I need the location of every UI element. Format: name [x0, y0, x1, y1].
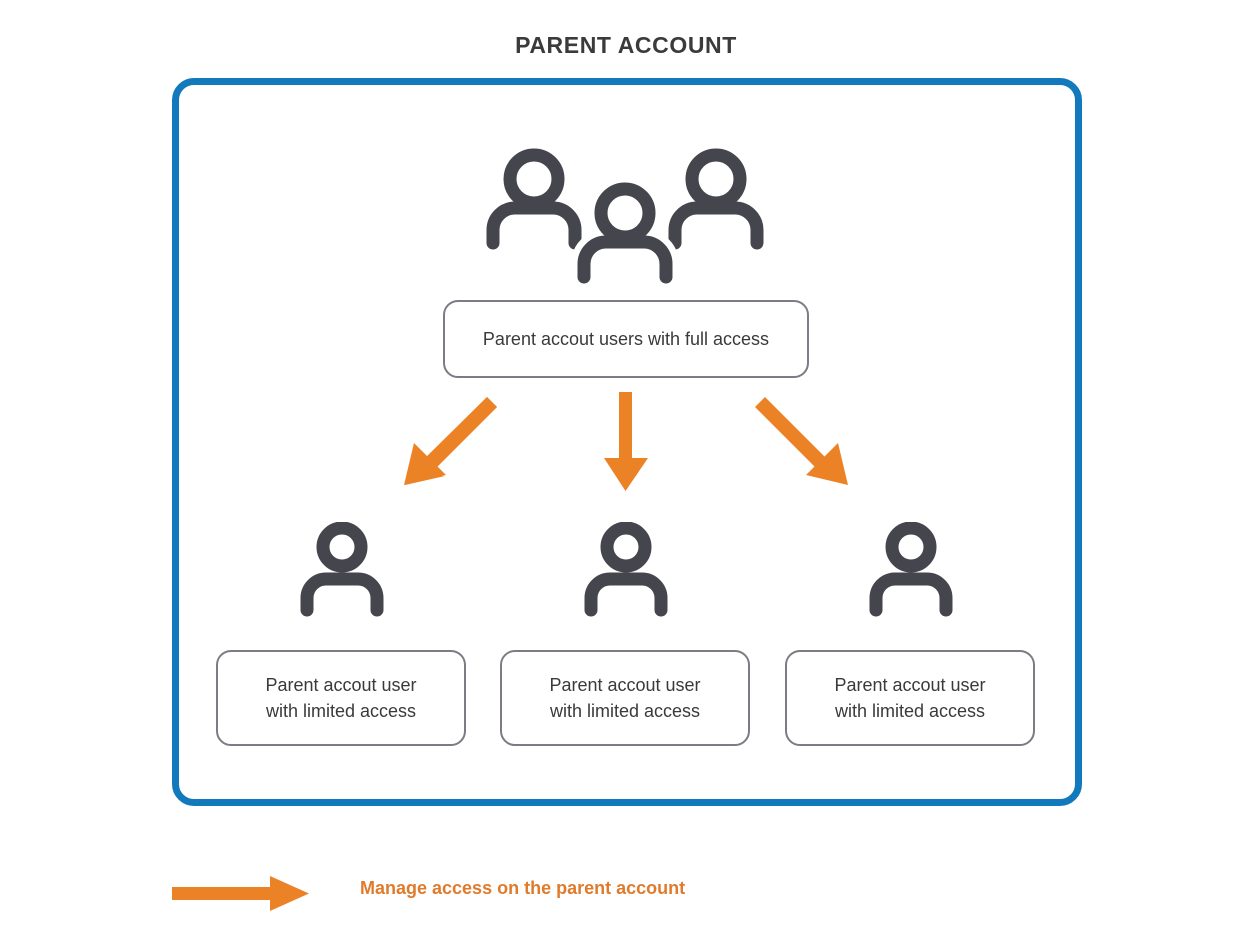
- limited-access-label-1: Parent accout user with limited access: [216, 650, 466, 746]
- limited-access-label-2-text: Parent accout user with limited access: [549, 672, 700, 724]
- three-people-icon-svg: [486, 148, 764, 290]
- person-icon-svg: [300, 521, 384, 617]
- limited-access-label-3: Parent accout user with limited access: [785, 650, 1035, 746]
- page-title: PARENT ACCOUNT: [515, 32, 737, 58]
- person-icon-svg: [584, 521, 668, 617]
- label-line-1: Parent accout user: [834, 674, 986, 695]
- person-icon-svg: [869, 521, 953, 617]
- label-line-2: with limited access: [834, 701, 986, 721]
- label-line-1: Parent accout user: [549, 674, 701, 695]
- legend: Manage access on the parent account: [172, 866, 992, 920]
- limited-access-label-2: Parent accout user with limited access: [500, 650, 750, 746]
- person-icon-1: [298, 521, 386, 623]
- full-access-label: Parent accout users with full access: [443, 300, 809, 378]
- label-line-2: with limited access: [549, 701, 701, 721]
- limited-access-label-1-text: Parent accout user with limited access: [265, 672, 416, 724]
- label-line-2: with limited access: [265, 701, 417, 721]
- label-line-1: Parent accout user: [265, 674, 417, 695]
- full-access-label-text: Parent accout users with full access: [482, 328, 770, 349]
- person-icon-2: [582, 521, 670, 623]
- person-icon-3: [867, 521, 955, 623]
- three-people-icon: [480, 145, 770, 290]
- legend-label: Manage access on the parent account: [360, 878, 686, 898]
- limited-access-label-3-text: Parent accout user with limited access: [834, 672, 985, 724]
- right-arrow-icon: [172, 876, 309, 911]
